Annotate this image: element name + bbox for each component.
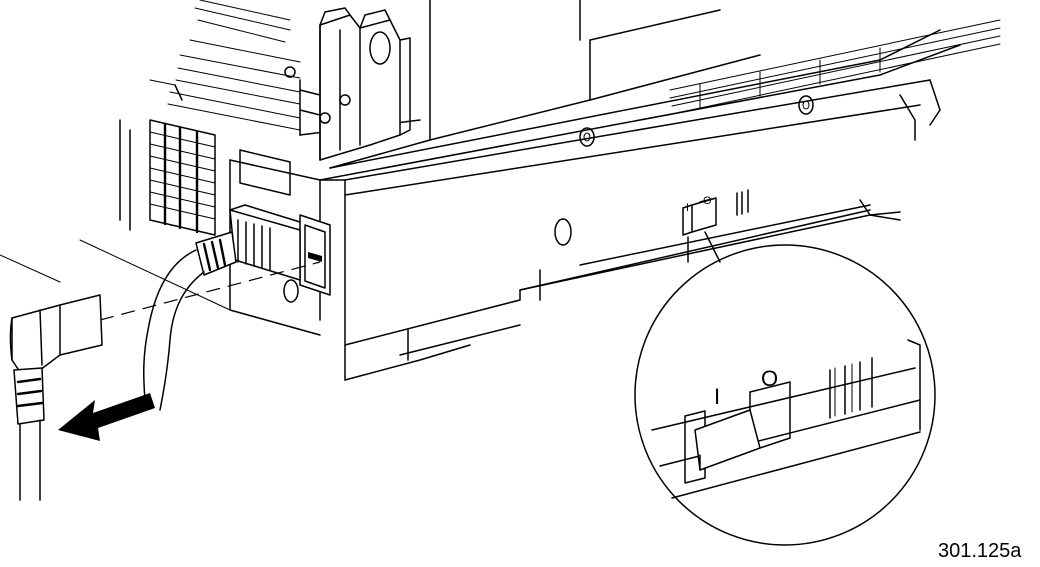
feeder-mechanism [284,7,411,161]
body-switch-off-symbol: O [703,195,712,207]
detail-magnifier-circle [634,244,936,546]
plugged-power-cord [143,204,301,411]
rear-vent-grille [119,119,216,236]
switch-detail-callout: I O [634,231,936,546]
pull-direction-arrow-icon [58,393,155,441]
rear-panel [0,149,331,336]
figure-id-label: 301.125a [938,540,1022,562]
unplugged-cord-connector [9,261,321,501]
detail-switch-on-symbol: I [714,384,720,409]
body-switch-on-symbol: I [686,202,689,214]
detail-switch-off-symbol: O [761,366,778,391]
